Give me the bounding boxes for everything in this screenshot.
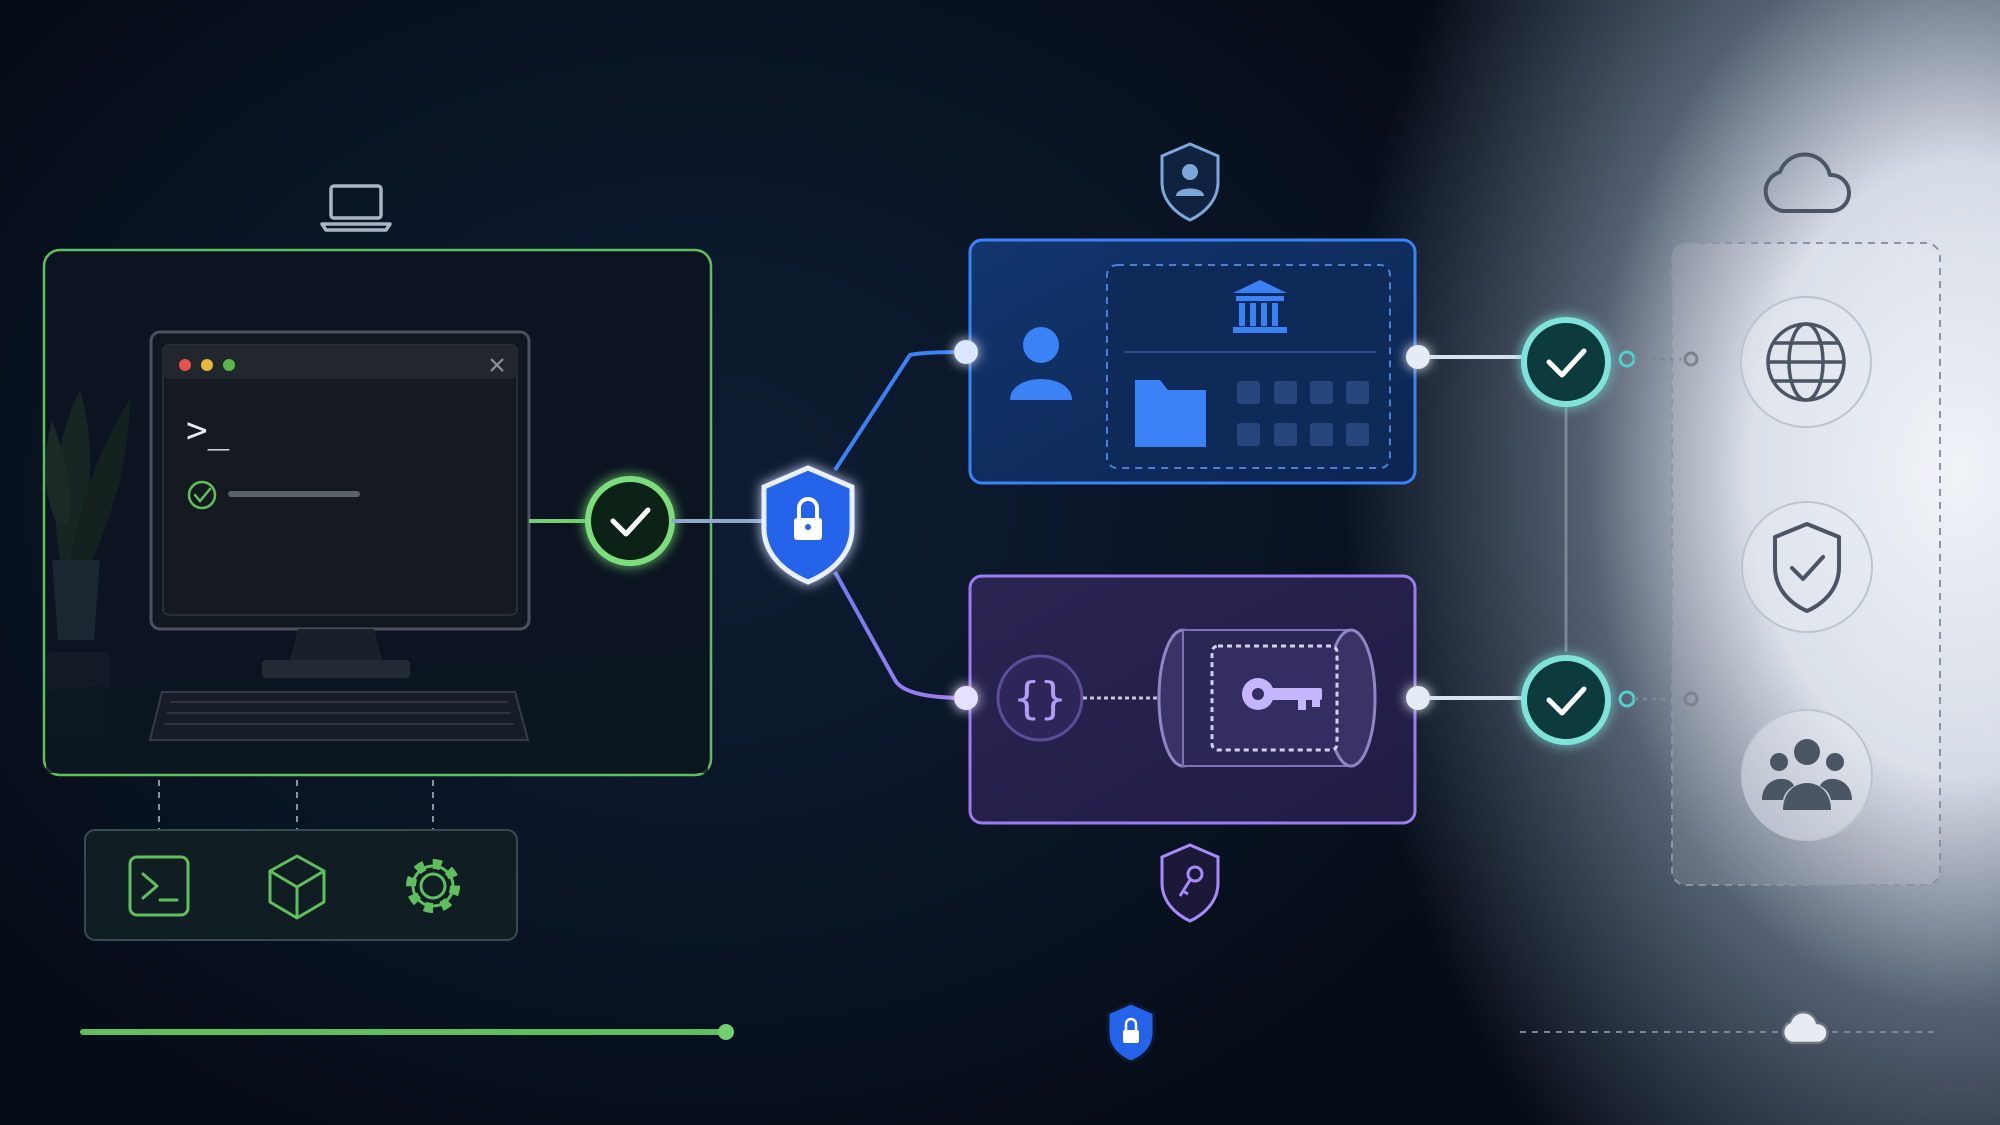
shield-check-icon[interactable]	[1741, 501, 1873, 633]
user-shield-icon	[1160, 142, 1220, 222]
local-stage-end	[718, 1024, 734, 1040]
folder-icon	[1135, 380, 1206, 447]
user-icon	[1010, 327, 1072, 400]
cloud-stage-icon	[1781, 1010, 1829, 1045]
identity-input-port	[954, 340, 978, 364]
local-verified-check	[585, 476, 675, 566]
laptop-icon	[320, 184, 392, 232]
vault-cylinder	[1157, 628, 1377, 768]
window-close-dot	[179, 359, 191, 371]
terminal-icon[interactable]	[128, 855, 190, 917]
secrets-vault-panel: {}	[954, 574, 1430, 825]
monitor: >_	[148, 330, 531, 741]
fork-to-secrets	[833, 571, 967, 700]
key-icon	[1242, 678, 1322, 710]
resource-grid	[1237, 381, 1369, 446]
secrets-output-port	[1406, 686, 1430, 710]
team-icon[interactable]	[1741, 709, 1873, 841]
output-line	[228, 491, 360, 497]
identity-access-panel	[954, 238, 1430, 485]
terminal-prompt: >_	[186, 410, 230, 451]
secrets-input-port	[954, 686, 978, 710]
security-gateway-shield-icon	[761, 465, 855, 585]
identity-verified-check	[1521, 317, 1611, 407]
globe-icon[interactable]	[1740, 296, 1872, 428]
code-braces-icon: {}	[996, 654, 1084, 742]
developer-tools-bar	[84, 829, 518, 941]
cloud-services-panel	[1671, 242, 1941, 886]
secrets-verified-check	[1521, 655, 1611, 745]
success-check-icon	[187, 480, 217, 510]
cloud-icon	[1763, 152, 1852, 213]
gear-icon[interactable]	[406, 859, 460, 913]
window-minimize-dot	[201, 359, 213, 371]
tool-connectors	[158, 780, 434, 830]
window-maximize-dot	[223, 359, 235, 371]
pipeline-progress	[80, 1001, 1940, 1064]
lock-icon	[1106, 1001, 1156, 1064]
bank-icon	[1233, 280, 1287, 333]
identity-output-port	[1406, 345, 1430, 369]
cube-icon[interactable]	[268, 854, 326, 920]
close-icon	[490, 358, 504, 372]
cloud-connectors	[1618, 350, 1699, 708]
svg-text:{}: {}	[1014, 673, 1067, 724]
keyboard	[148, 691, 530, 741]
key-shield-icon	[1160, 843, 1220, 923]
fork-to-identity	[833, 350, 967, 472]
